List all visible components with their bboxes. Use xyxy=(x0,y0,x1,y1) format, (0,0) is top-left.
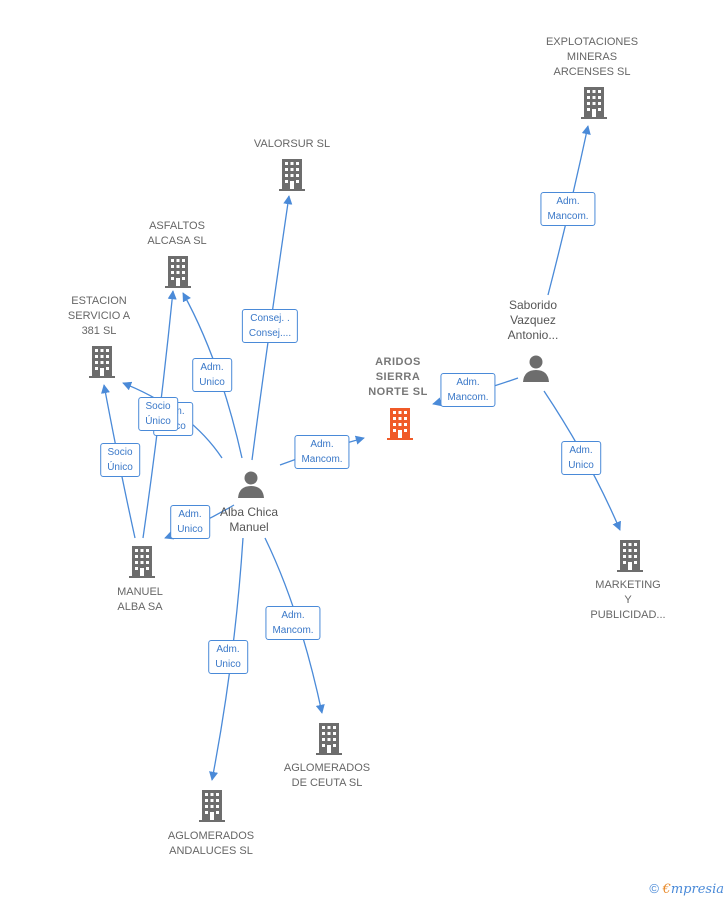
manuel-alba-sa-building-icon[interactable] xyxy=(129,546,155,578)
footer-brand[interactable]: © €mpresia xyxy=(649,881,724,897)
manuel-alba-sa-label[interactable]: MANUEL ALBA SA xyxy=(117,586,163,613)
edge-label-estacion: Socio Único xyxy=(138,397,178,431)
ag-andaluces-building-icon[interactable] xyxy=(199,790,225,822)
saborido-person-icon[interactable] xyxy=(521,353,551,383)
copyright-icon: © xyxy=(649,881,659,896)
brand-logo-e: € xyxy=(662,882,671,897)
asfaltos-label[interactable]: ASFALTOS ALCASA SL xyxy=(147,220,207,247)
edge-label-ag-ceuta: Adm. Mancom. xyxy=(265,606,321,640)
marketing-label[interactable]: MARKETING Y PUBLICIDAD... xyxy=(590,579,666,621)
valorsur-building-icon[interactable] xyxy=(279,159,305,191)
ag-ceuta-label[interactable]: AGLOMERADOS DE CEUTA SL xyxy=(283,762,371,789)
edge-label-marketing: Adm. Unico xyxy=(561,441,601,475)
edge-alba-valorsur xyxy=(251,195,293,461)
edge-label-manuel-estacion: Socio Único xyxy=(100,443,140,477)
edge-label-asfaltos: Adm. Unico xyxy=(192,358,232,392)
ag-ceuta-building-icon[interactable] xyxy=(316,723,342,755)
estacion-building-icon[interactable] xyxy=(89,346,115,378)
edge-label-explotaciones: Adm. Mancom. xyxy=(540,192,596,226)
edge-label-aridos-alba: Adm. Mancom. xyxy=(294,435,350,469)
asfaltos-building-icon[interactable] xyxy=(165,256,191,288)
brand-name: mpresia xyxy=(670,882,724,897)
marketing-building-icon[interactable] xyxy=(617,540,643,572)
alba-chica-person-icon[interactable] xyxy=(236,469,266,499)
aridos-building-icon[interactable] xyxy=(387,408,413,440)
edge-label-valorsur: Consej. . Consej.... xyxy=(241,309,299,343)
explotaciones-building-icon[interactable] xyxy=(581,87,607,119)
edge-label-aridos-saborido: Adm. Mancom. xyxy=(440,373,496,407)
valorsur-label[interactable]: VALORSUR SL xyxy=(253,138,331,150)
aridos-label[interactable]: ARIDOS SIERRA NORTE SL xyxy=(368,356,428,398)
explotaciones-label[interactable]: EXPLOTACIONES MINERAS ARCENSES SL xyxy=(545,36,639,78)
estacion-label[interactable]: ESTACION SERVICIO A 381 SL xyxy=(67,295,131,337)
alba-chica-label[interactable]: Alba Chica Manuel xyxy=(219,505,279,534)
edge-label-manuel-alba: Adm. Unico xyxy=(170,505,210,539)
edge-label-ag-andaluces: Adm. Unico xyxy=(208,640,248,674)
ag-andaluces-label[interactable]: AGLOMERADOS ANDALUCES SL xyxy=(167,830,255,857)
saborido-label[interactable]: Saborido Vazquez Antonio... xyxy=(507,298,559,342)
